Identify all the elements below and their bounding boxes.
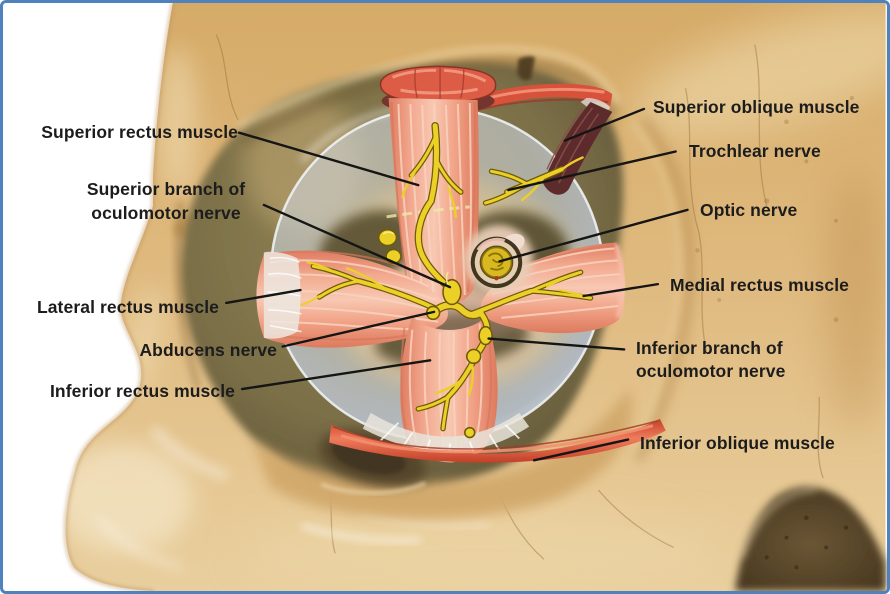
orbital-floor-bone [251,387,632,519]
oculomotor-superior-branch-end [442,278,462,306]
label-superior-branch-oculomotor-nerve: Superior branch of oculomotor nerve [86,179,246,223]
optic-nerve [463,224,534,295]
label-abducens-nerve: Abducens nerve [139,340,277,360]
label-superior-oblique-muscle: Superior oblique muscle [653,97,860,117]
leader-inferior-oblique [532,438,630,462]
white-margin [4,3,175,591]
label-inferior-rectus-muscle: Inferior rectus muscle [49,381,235,401]
ciliary-ganglion [478,325,493,346]
label-medial-rectus-muscle: Medial rectus muscle [670,275,850,295]
label-optic-nerve: Optic nerve [700,200,798,220]
leader-medial-rectus [582,282,660,298]
leader-optic-nerve [498,208,689,263]
label-lateral-rectus-muscle: Lateral rectus muscle [36,297,219,317]
orbit-anatomy-illustration [4,3,887,591]
leader-lines [225,107,689,462]
orbital-nerves [300,122,594,439]
supraorbital-notch [517,56,536,81]
leader-lateral-rectus [225,288,302,305]
leader-superior-oblique [563,107,646,142]
leader-inferior-branch-oculomotor [487,337,626,351]
label-inferior-oblique-muscle: Inferior oblique muscle [640,433,835,453]
leader-superior-rectus [237,131,420,187]
leader-abducens [281,310,436,348]
lateral-rectus-muscle [256,250,448,348]
leader-inferior-rectus [240,359,432,391]
inferior-oblique-muscle [329,418,666,463]
label-trochlear-nerve: Trochlear nerve [689,141,821,161]
nasal-aperture [735,487,886,591]
inferior-rectus-tendon-fan [362,412,530,452]
label-superior-rectus-muscle: Superior rectus muscle [41,122,238,142]
leader-superior-branch-oculomotor [262,203,452,289]
leader-trochlear [507,150,677,192]
label-inferior-branch-oculomotor-nerve: Inferior branch of oculomotor nerve [636,338,786,381]
bone-pores [695,95,855,352]
